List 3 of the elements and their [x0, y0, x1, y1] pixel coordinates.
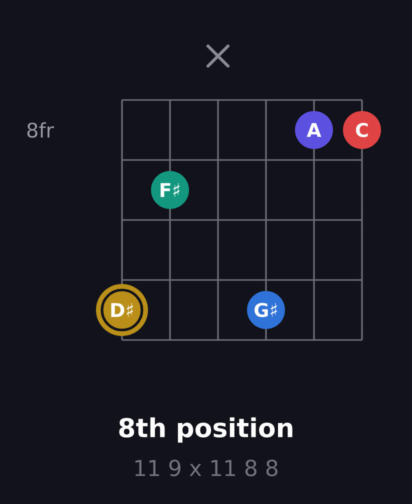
fingering-text: 11 9 x 11 8 8: [135, 460, 278, 476]
caption: 8th position: [119, 417, 292, 443]
fret-number: 8fr: [27, 122, 54, 138]
